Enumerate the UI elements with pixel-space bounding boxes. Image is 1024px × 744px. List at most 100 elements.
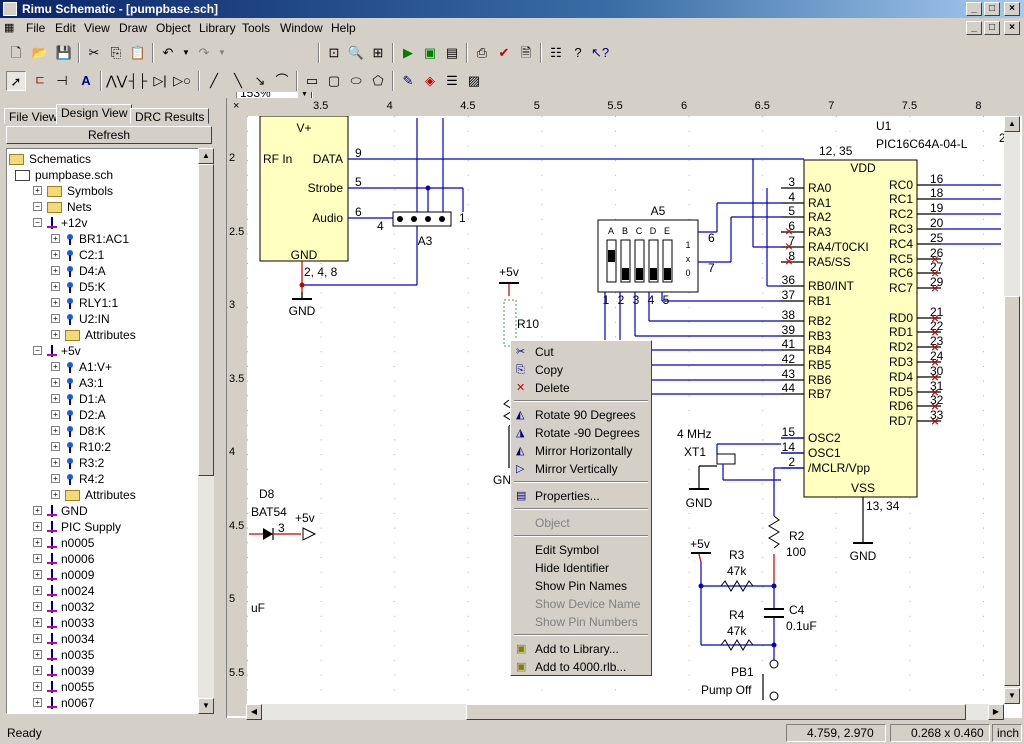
doc-restore-button[interactable]: □	[984, 21, 1000, 35]
context-menu-item[interactable]: Object	[511, 514, 651, 532]
line-tool-icon[interactable]: ╱	[210, 73, 218, 88]
copy-icon[interactable]: ⎘	[110, 45, 122, 60]
expand-icon[interactable]: +	[51, 378, 60, 387]
menu-tools[interactable]: Tools	[242, 21, 271, 35]
collapse-icon[interactable]: −	[33, 202, 42, 211]
tree-node[interactable]: +GND	[7, 503, 197, 519]
context-menu-item[interactable]: ▷Mirror Vertically	[511, 460, 651, 478]
zoom-area-icon[interactable]: ⊡	[328, 45, 340, 60]
expand-icon[interactable]: +	[33, 570, 42, 579]
tree-node[interactable]: +n0006	[7, 551, 197, 567]
pen-color-icon[interactable]: ✎	[402, 73, 414, 88]
canvas-vertical-scrollbar[interactable]: ▲ ▼	[1004, 116, 1020, 704]
tab-drc-results[interactable]: DRC Results	[130, 108, 210, 124]
menu-file[interactable]: File	[26, 21, 46, 35]
ellipse-tool-icon[interactable]: ⬭	[350, 73, 362, 88]
context-menu-item[interactable]: Show Pin Numbers	[511, 613, 651, 631]
expand-icon[interactable]: +	[51, 458, 60, 467]
expand-icon[interactable]: +	[33, 666, 42, 675]
context-menu-item[interactable]: ▤Properties...	[511, 487, 651, 505]
menu-window[interactable]: Window	[280, 21, 323, 35]
wire-tool-icon[interactable]: ㄷ	[34, 73, 46, 88]
doc-close-button[interactable]: ×	[1004, 21, 1020, 35]
context-menu-item[interactable]: ✂Cut	[511, 343, 651, 361]
new-file-icon[interactable]: 🗋	[10, 45, 22, 60]
tree-node[interactable]: +n0055	[7, 679, 197, 695]
tree-node[interactable]: +C2:1	[7, 247, 197, 263]
expand-icon[interactable]: +	[51, 362, 60, 371]
expand-icon[interactable]: +	[51, 410, 60, 419]
tree-node[interactable]: +Attributes	[7, 327, 197, 343]
menu-view[interactable]: View	[84, 21, 110, 35]
scroll-down-icon[interactable]: ▼	[198, 698, 214, 714]
doc-minimize-button[interactable]: _	[966, 21, 982, 35]
maximize-button[interactable]: □	[984, 2, 1000, 16]
tree-node[interactable]: +R3:2	[7, 455, 197, 471]
check-icon[interactable]: ▣	[423, 45, 437, 60]
tree-node[interactable]: +A1:V+	[7, 359, 197, 375]
expand-icon[interactable]: +	[33, 618, 42, 627]
context-menu-item[interactable]: Show Pin Names	[511, 577, 651, 595]
context-menu-item[interactable]: Edit Symbol	[511, 541, 651, 559]
hatch-icon[interactable]: ▨	[467, 73, 481, 88]
doc-menu-icon[interactable]: ▦	[4, 22, 15, 34]
expand-icon[interactable]: +	[51, 394, 60, 403]
undo-dropdown-icon[interactable]: ▼	[182, 48, 190, 57]
tree-node[interactable]: +R4:2	[7, 471, 197, 487]
tree-node[interactable]: +D1:A	[7, 391, 197, 407]
refresh-button[interactable]: Refresh	[6, 126, 212, 144]
tree-node[interactable]: +A3:1	[7, 375, 197, 391]
expand-icon[interactable]: +	[33, 522, 42, 531]
tree-node[interactable]: +n0034	[7, 631, 197, 647]
tree-node[interactable]: +n0033	[7, 615, 197, 631]
expand-icon[interactable]: +	[33, 538, 42, 547]
scroll-up-icon[interactable]: ▲	[198, 148, 214, 164]
tree-node[interactable]: +n0009	[7, 567, 197, 583]
minimize-button[interactable]: _	[966, 2, 982, 16]
options-icon[interactable]: ☷	[550, 45, 562, 60]
scroll-right-icon[interactable]: ▶	[988, 704, 1004, 720]
context-menu-item[interactable]: ◮Rotate -90 Degrees	[511, 424, 651, 442]
context-menu-item[interactable]: ✕Delete	[511, 379, 651, 397]
netlist-icon[interactable]: ▤	[445, 45, 459, 60]
tree-node[interactable]: +n0035	[7, 647, 197, 663]
bus-tool-icon[interactable]: ⊣	[56, 73, 68, 88]
open-file-icon[interactable]: 📂	[31, 45, 49, 60]
menu-help[interactable]: Help	[331, 21, 356, 35]
context-menu-item[interactable]: ⎘Copy	[511, 361, 651, 379]
buffer-tool-icon[interactable]: ▷○	[173, 73, 191, 88]
tree-node[interactable]: +RLY1:1	[7, 295, 197, 311]
expand-icon[interactable]: +	[33, 554, 42, 563]
expand-icon[interactable]: +	[33, 682, 42, 691]
menu-library[interactable]: Library	[199, 21, 236, 35]
tab-file-view[interactable]: File View	[4, 108, 63, 124]
context-menu-item[interactable]: Hide Identifier	[511, 559, 651, 577]
redo-icon[interactable]: ↷	[198, 45, 210, 60]
tree-node[interactable]: −+5v	[7, 343, 197, 359]
context-menu-item[interactable]: Show Device Name	[511, 595, 651, 613]
close-button[interactable]: ×	[1004, 2, 1020, 16]
tree-node[interactable]: +Attributes	[7, 487, 197, 503]
context-help-icon[interactable]: ↖?	[590, 45, 610, 60]
collapse-icon[interactable]: −	[33, 346, 42, 355]
expand-icon[interactable]: +	[33, 186, 42, 195]
expand-icon[interactable]: +	[51, 490, 60, 499]
tree-node[interactable]: +PIC Supply	[7, 519, 197, 535]
tree-scrollbar[interactable]: ▲ ▼	[198, 148, 214, 714]
expand-icon[interactable]: +	[51, 250, 60, 259]
arc-tool-icon[interactable]: ⌒	[275, 73, 289, 88]
expand-icon[interactable]: +	[51, 298, 60, 307]
print-setup-icon[interactable]: ✔	[498, 45, 510, 60]
expand-icon[interactable]: +	[51, 314, 60, 323]
menu-object[interactable]: Object	[156, 21, 191, 35]
tree-node[interactable]: +D2:A	[7, 407, 197, 423]
tree-node[interactable]: +R10:2	[7, 439, 197, 455]
scroll-left-icon[interactable]: ◀	[246, 704, 262, 720]
scroll-down-icon[interactable]: ▼	[1004, 688, 1020, 704]
tree-node[interactable]: +Symbols	[7, 183, 197, 199]
expand-icon[interactable]: +	[51, 266, 60, 275]
expand-icon[interactable]: +	[51, 442, 60, 451]
diode-tool-icon[interactable]: ▷|	[153, 73, 167, 88]
